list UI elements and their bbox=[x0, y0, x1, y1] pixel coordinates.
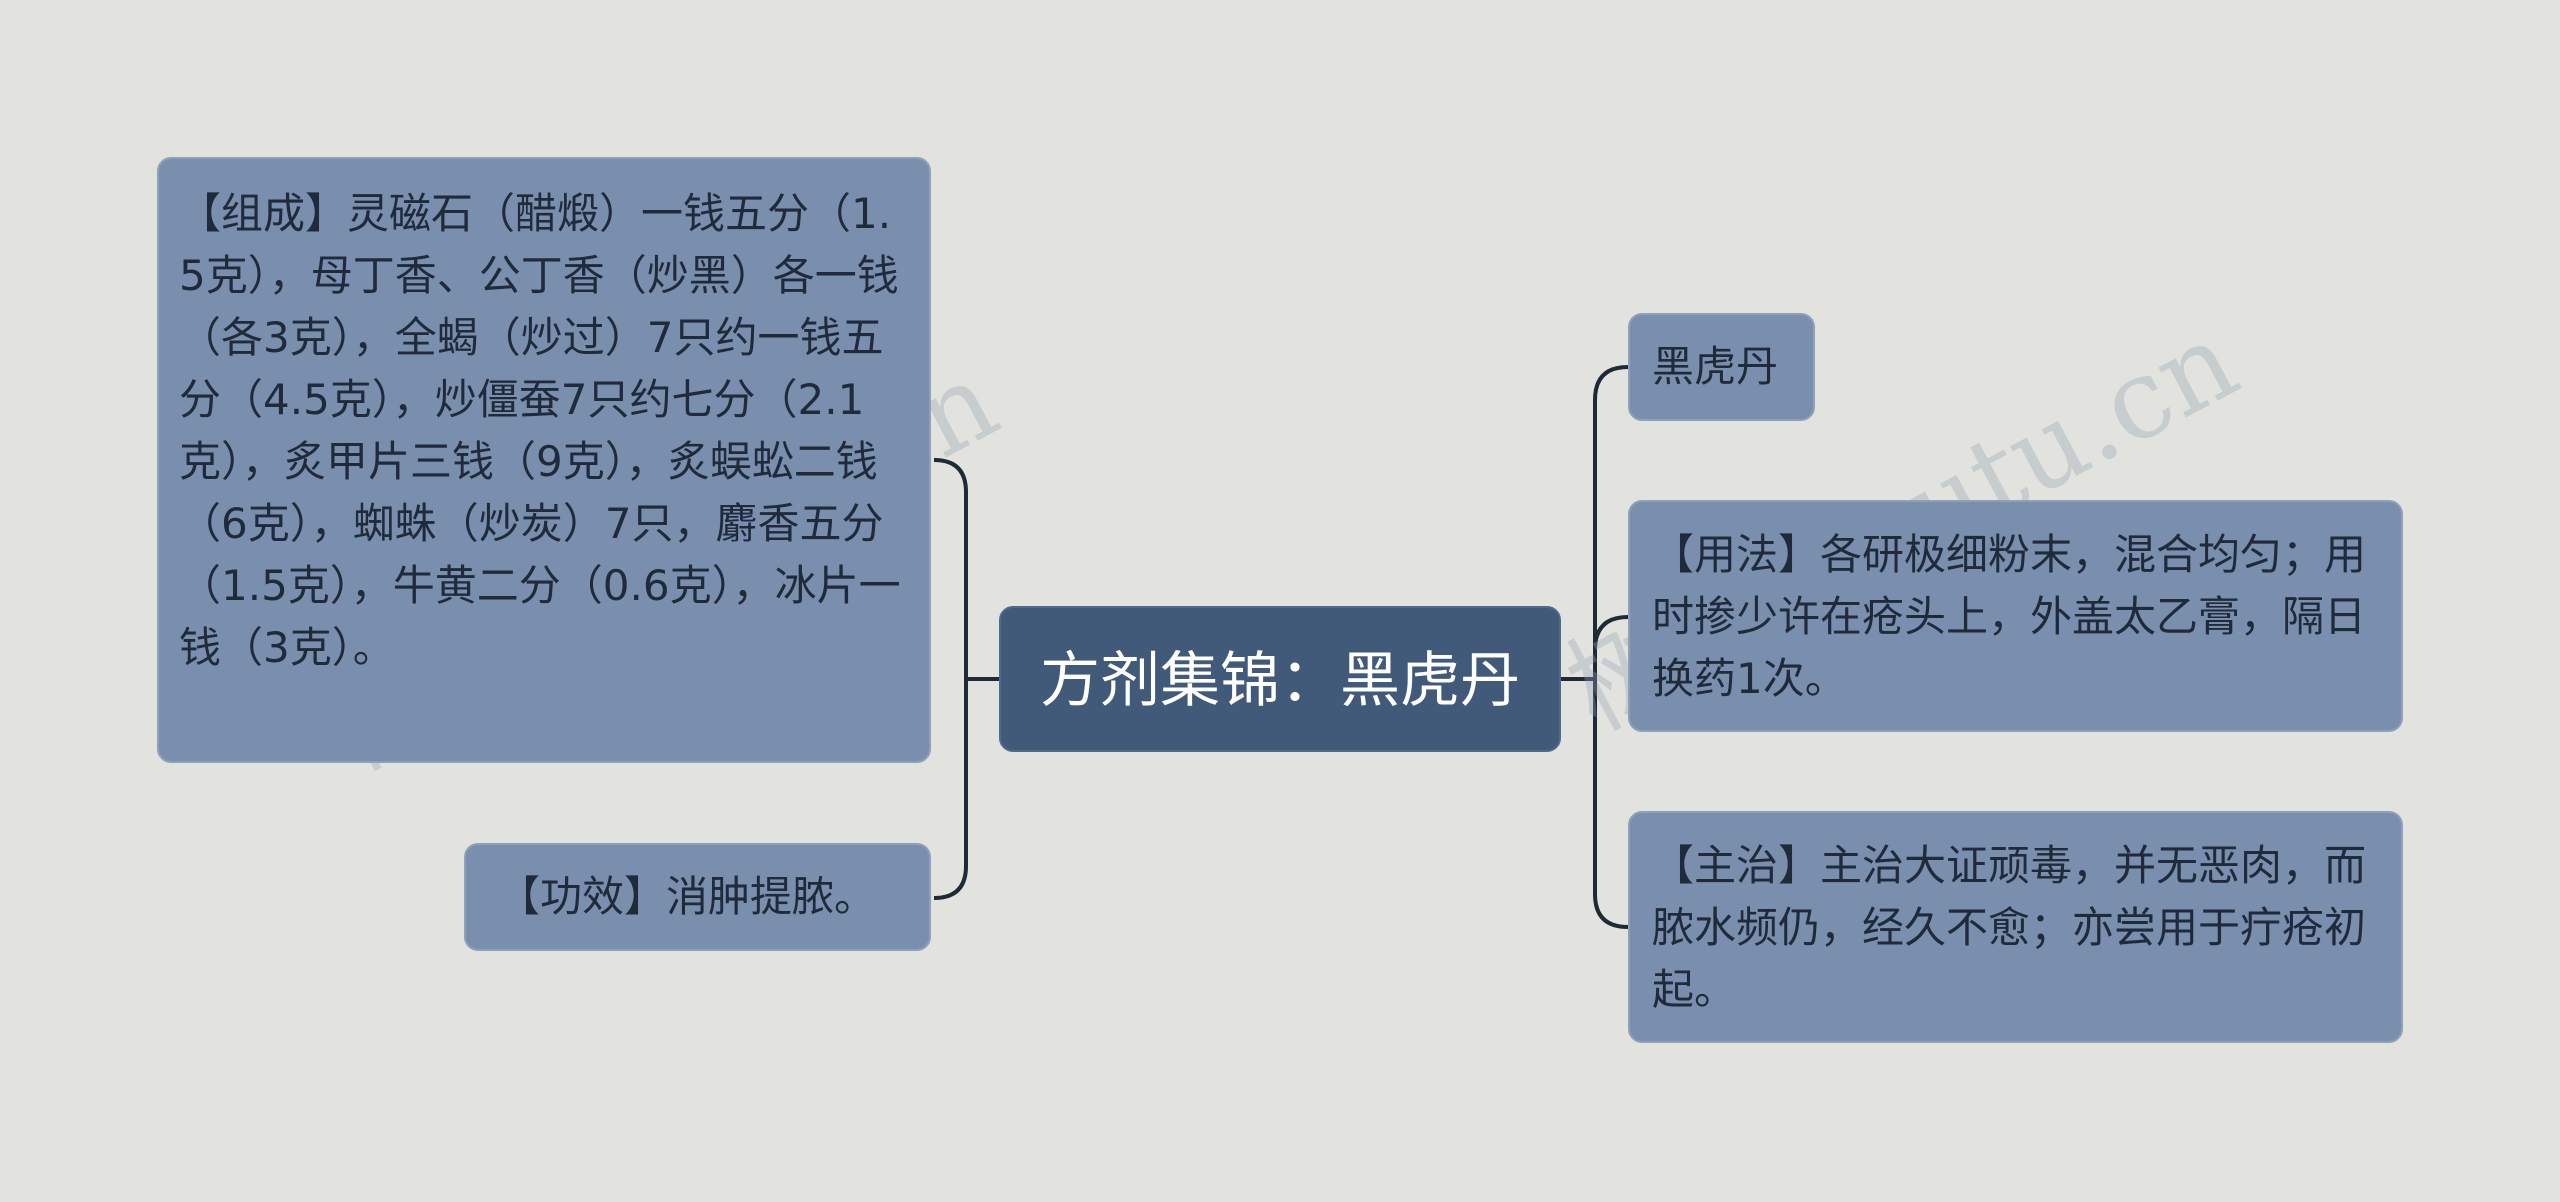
branch-node-usage[interactable]: 【用法】各研极细粉末，混合均匀；用时掺少许在疮头上，外盖太乙膏，隔日换药1次。 bbox=[1628, 500, 2403, 732]
connector-right-usage bbox=[1593, 615, 1629, 651]
branch-node-name[interactable]: 黑虎丹 bbox=[1628, 313, 1815, 421]
branch-node-indication[interactable]: 【主治】主治大证顽毒，并无恶肉，而脓水频仍，经久不愈；亦尝用于疔疮初起。 bbox=[1628, 811, 2403, 1043]
branch-node-composition[interactable]: 【组成】灵磁石（醋煅）一钱五分（1.5克），母丁香、公丁香（炒黑）各一钱（各3克… bbox=[157, 157, 931, 763]
central-topic-node[interactable]: 方剂集锦：黑虎丹 bbox=[999, 606, 1561, 752]
connector-right-trunk bbox=[1593, 365, 1629, 929]
connector-left-trunk bbox=[933, 458, 968, 900]
branch-node-efficacy[interactable]: 【功效】消肿提脓。 bbox=[464, 843, 931, 951]
